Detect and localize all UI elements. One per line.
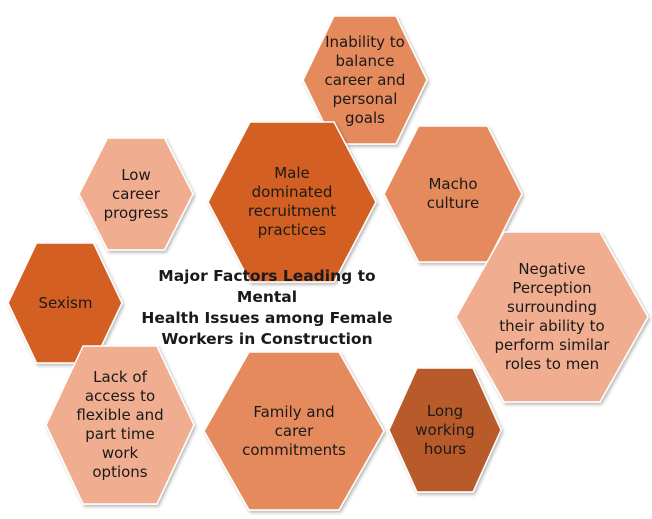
hexagon-negative-perception [455,231,649,403]
hexagon-balance [302,15,428,145]
hexagon-male-dominated [207,121,377,283]
hexagon-family [203,351,385,511]
factor-label-macho: Macho culture [426,175,480,212]
hexagon-flexible [45,345,195,505]
factor-label-male-dominated: Male dominated recruitment practices [247,164,337,239]
factor-label-low-career: Low career progress [103,165,169,222]
factor-label-flexible: Lack of access to flexible and part time… [76,368,164,481]
factor-label-balance: Inability to balance career and personal… [324,32,406,127]
factor-label-sexism: Sexism [38,293,93,312]
factor-label-family: Family and carer commitments [242,402,346,459]
diagram-title: Major Factors Leading to Mental Health I… [141,267,393,348]
hexagon-low-career [78,137,194,251]
factor-label-negative-perception: Negative Perception surrounding their ab… [494,260,610,373]
factor-label-long-hours: Long working hours [415,401,475,458]
hexagon-long-hours [388,367,502,493]
